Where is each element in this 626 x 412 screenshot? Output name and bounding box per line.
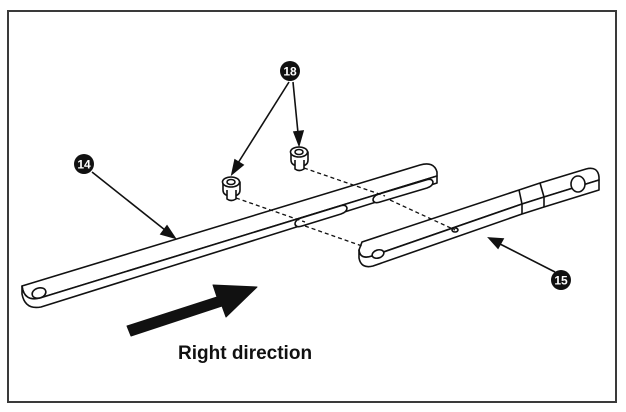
callout-screw: 18 bbox=[280, 61, 300, 81]
callout-label-short-bar: 15 bbox=[554, 274, 568, 288]
screw-left bbox=[221, 176, 241, 202]
assembly-lines bbox=[235, 167, 456, 247]
short-bar bbox=[358, 167, 600, 268]
leader-lines bbox=[91, 81, 556, 273]
long-bar bbox=[21, 163, 438, 309]
direction-arrow-icon bbox=[126, 284, 258, 337]
callout-label-long-bar: 14 bbox=[77, 158, 91, 172]
direction-caption: Right direction bbox=[178, 343, 313, 364]
callout-label-screw: 18 bbox=[283, 65, 297, 79]
callout-long-bar: 14 bbox=[74, 154, 94, 174]
screw-right bbox=[289, 146, 309, 172]
callout-short-bar: 15 bbox=[551, 270, 571, 290]
